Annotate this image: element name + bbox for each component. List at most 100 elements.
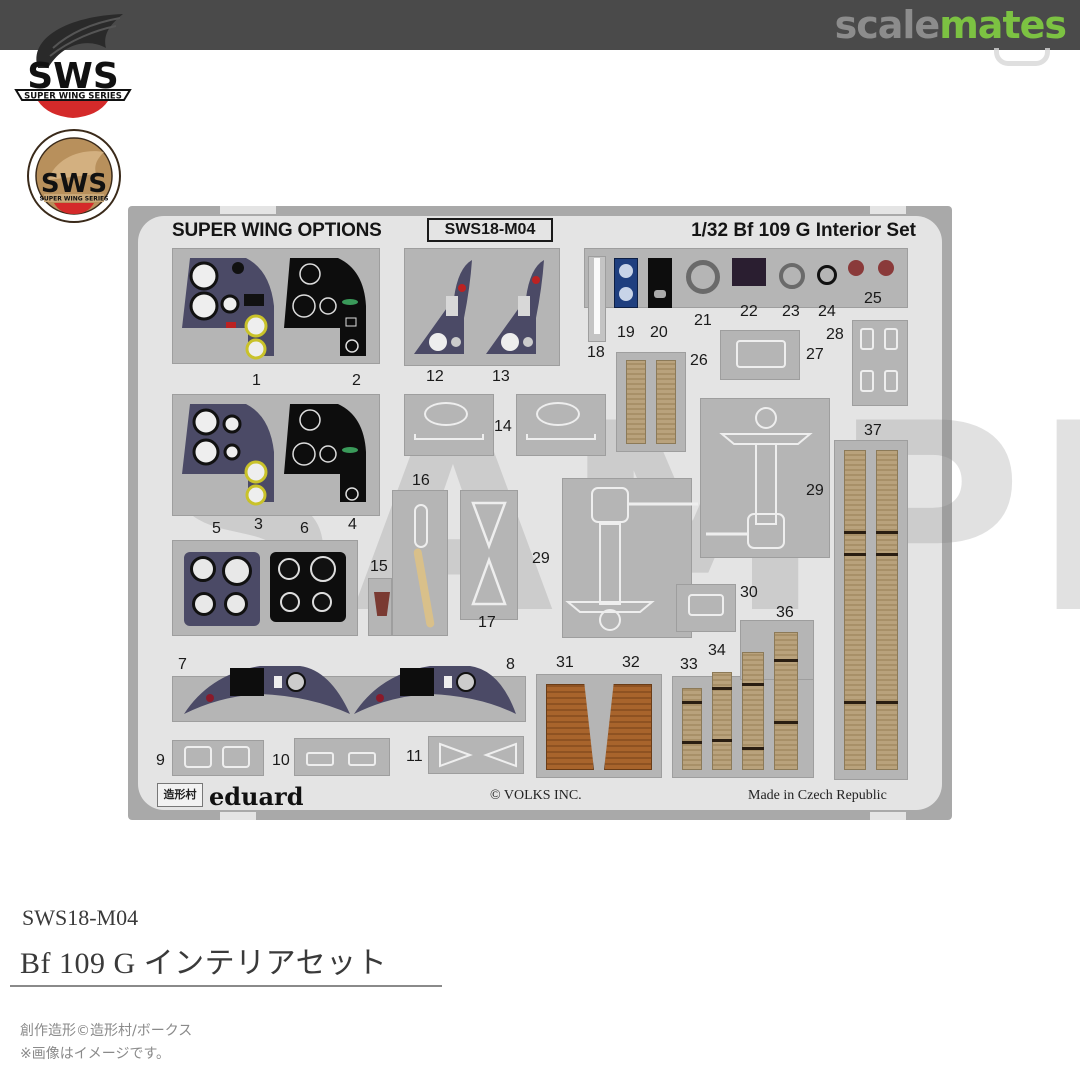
part-21 [686,260,720,294]
zoukeimura-stamp: 造形村 [157,783,203,807]
instrument-panel-5 [184,552,260,626]
part-number: 28 [826,326,844,343]
scalemates-swoosh-icon [994,48,1050,66]
part-37b [876,450,898,770]
part-10b [348,752,376,766]
part-22 [732,258,766,286]
sws-logo: SWS SUPER WING SERIES [14,14,132,118]
part-number: 33 [680,656,698,673]
cockpit-coaming-panels [184,666,516,714]
part-number: 25 [864,290,882,307]
part-frame-30 [676,584,736,632]
part-number: 32 [622,654,640,671]
part-25b [878,260,894,276]
part-24 [817,265,837,285]
copyright-text: © VOLKS INC. [490,788,582,803]
part-number: 7 [178,656,187,673]
part-number: 26 [690,352,708,369]
part-37a [844,450,866,770]
part-31 [546,684,594,770]
part-number: 29 [532,550,550,567]
part-number: 11 [406,748,423,765]
part-number: 8 [506,656,515,673]
part-frame-29b [700,398,830,558]
part-number: 9 [156,752,165,769]
part-15 [374,592,390,616]
instrument-panel-1 [182,258,274,360]
caption-credit: 創作造形©造形村/ボークス [20,1023,193,1039]
caption-disclaimer: ※画像はイメージです。 [20,1046,171,1062]
part-number: 18 [587,344,605,361]
part-number: 23 [782,303,800,320]
part-9b [222,746,250,768]
part-number: 2 [352,372,361,389]
part-10a [306,752,334,766]
part-number: 12 [426,368,444,385]
side-panel-12 [414,260,472,354]
part-11 [439,742,517,768]
fret-subtitle: 1/32 Bf 109 G Interior Set [691,220,916,241]
part-27 [736,340,786,368]
part-18 [594,258,600,334]
part-34 [712,672,732,770]
part-number: 5 [212,520,221,537]
part-33 [682,688,702,770]
instrument-panel-2 [284,258,366,356]
part-36 [774,632,798,770]
part-number: 13 [492,368,510,385]
part-14a [424,402,468,426]
part-35 [742,652,764,770]
caption-product-name: Bf 109 G インテリアセット [20,947,388,980]
part-23 [779,263,805,289]
part-number: 31 [556,654,574,671]
part-number: 6 [300,520,309,537]
fret-title: SUPER WING OPTIONS [172,220,382,241]
panel-7 [184,666,350,714]
instrument-panel-6 [270,552,346,622]
panel-8 [354,666,516,714]
side-panel-13 [486,260,544,354]
svg-text:SUPER WING SERIES: SUPER WING SERIES [24,92,122,102]
part-17 [471,501,507,606]
part-number: 27 [806,346,824,363]
part-number: 24 [818,303,836,320]
part-number: 36 [776,604,794,621]
part-frame-11 [428,736,524,774]
eduard-logo: eduard [209,782,304,811]
part-number: 17 [478,614,496,631]
origin-text: Made in Czech Republic [748,788,887,803]
scalemates-logo[interactable]: scalemates [834,3,1067,47]
part-20 [648,258,672,308]
part-number: 37 [864,422,882,439]
part-number: 22 [740,303,758,320]
caption-product-code: SWS18-M04 [22,905,139,930]
part-number: 4 [348,516,357,533]
part-number: 1 [252,372,261,389]
part-14b [536,402,580,426]
part-number: 10 [272,752,290,769]
instrument-panel-3 [182,404,274,506]
part-number: 29 [806,482,824,499]
part-30 [688,594,724,616]
part-number: 16 [412,472,430,489]
part-number: 20 [650,324,668,341]
part-29a [565,487,698,631]
caption-divider [10,985,442,987]
part-9a [184,746,212,768]
part-number: 21 [694,312,712,329]
part-number: 14 [494,418,512,435]
site-header-bar [0,0,1080,50]
part-25a [848,260,864,276]
svg-text:SUPER WING SERIES: SUPER WING SERIES [40,196,109,203]
part-number: 30 [740,584,758,601]
instrument-panel-4 [284,404,366,502]
part-number: 3 [254,516,263,533]
sws-anniversary-badge: SWS SUPER WING SERIES [27,129,121,223]
part-19 [614,258,638,308]
fret-product-code: SWS18-M04 [427,218,553,242]
part-frame-27 [720,330,800,380]
part-26a [626,360,646,444]
part-16-handle [414,504,428,548]
part-number: 15 [370,558,388,575]
part-frame-17 [460,490,518,620]
